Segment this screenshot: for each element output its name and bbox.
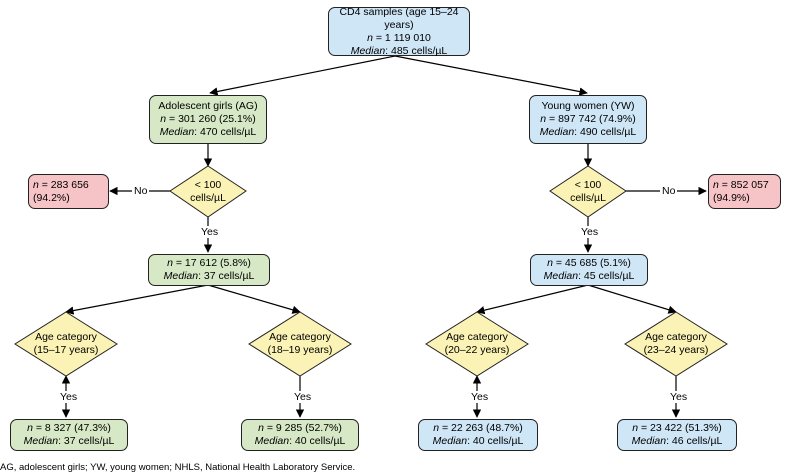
ag-n-label: n <box>160 113 167 125</box>
ag-age2-text: Age category (18–19 years) <box>267 331 333 356</box>
arrow-ag-to-age2 <box>207 284 301 314</box>
ag-leaf1-median-value: : 37 cells/µL <box>58 435 115 447</box>
yw-low-n-value: = 45 685 (5.1%) <box>552 257 631 269</box>
yw-threshold-diamond <box>549 165 627 218</box>
yw-n-value: = 897 742 (74.9%) <box>546 113 636 125</box>
yw-no-label: No <box>660 185 678 197</box>
arrow-ag-to-age1 <box>65 284 209 315</box>
root-n-value: = 1 119 010 <box>372 31 431 44</box>
ag-no-pct: (94.2%) <box>33 191 70 204</box>
arrow-root-to-yw <box>394 55 588 96</box>
ag-leaf2-node: n = 9 285 (52.7%) Median: 40 cells/µL <box>241 419 359 451</box>
yw-leaf1-node: n = 22 263 (48.7%) Median: 40 cells/µL <box>418 419 538 451</box>
ag-threshold-text: < 100 cells/µL <box>190 179 226 204</box>
ag-leaf1-median-label: Median <box>23 435 59 447</box>
yw-median-value: : 490 cells/µL <box>574 126 637 138</box>
ag-no-node: n = 283 656 (94.2%) <box>28 174 109 209</box>
root-title: CD4 samples (age 15–24 years) <box>339 5 459 31</box>
yw-no-n-label: n <box>713 178 719 191</box>
yw-leaf2-n-label: n <box>632 422 639 434</box>
yw-title: Young women (YW) <box>541 100 635 112</box>
ag-yes-label: Yes <box>199 226 221 238</box>
ag-age1-diamond <box>14 311 118 377</box>
yw-no-n-value: = 852 057 <box>718 178 769 191</box>
ag-leaf2-median-label: Median <box>254 435 290 447</box>
yw-low-median-value: : 45 cells/µL <box>578 270 635 282</box>
footnote: AG, adolescent girls; YW, young women; N… <box>0 462 356 473</box>
yw-node: Young women (YW) n = 897 742 (74.9%) Med… <box>529 95 647 144</box>
ag-no-n-value: = 283 656 <box>38 178 89 191</box>
ag-leaf1-n-label: n <box>27 422 33 434</box>
ag-threshold-diamond <box>169 165 247 218</box>
arrow-root-to-ag <box>209 55 396 96</box>
yw-yes-label: Yes <box>579 226 601 238</box>
ag-leaf1-n-value: = 8 327 (47.3%) <box>32 422 111 434</box>
ag-low-median-label: Median <box>163 270 199 282</box>
ag-age1-text: Age category (15–17 years) <box>33 331 99 356</box>
ag-n-value: = 301 260 (25.1%) <box>166 113 256 125</box>
ag-title: Adolescent girls (AG) <box>158 100 258 112</box>
yw-leaf1-n-label: n <box>433 422 440 434</box>
ag-low-node: n = 17 612 (5.8%) Median: 37 cells/µL <box>148 254 270 286</box>
ag-median-label: Median <box>159 126 195 138</box>
ag-leaf1-node: n = 8 327 (47.3%) Median: 37 cells/µL <box>10 419 128 451</box>
yw-leaf2-median-label: Median <box>631 435 667 447</box>
yw-leaf1-median-label: Median <box>432 435 468 447</box>
ag-median-value: : 470 cells/µL <box>194 126 257 138</box>
ag-low-n-value: = 17 612 (5.8%) <box>172 257 251 269</box>
ag-age2-yes-label: Yes <box>292 391 314 403</box>
yw-no-pct: (94.9%) <box>713 191 750 204</box>
yw-median-label: Median <box>539 126 575 138</box>
arrow-yw-to-age1 <box>476 284 589 315</box>
yw-age2-yes-label: Yes <box>668 391 690 403</box>
yw-age1-text: Age category (20–22 years) <box>444 331 510 356</box>
yw-low-n-label: n <box>547 257 553 269</box>
yw-low-node: n = 45 685 (5.1%) Median: 45 cells/µL <box>530 254 648 286</box>
root-node: CD4 samples (age 15–24 years) n = 1 119 … <box>328 5 470 57</box>
ag-leaf2-n-label: n <box>258 422 264 434</box>
ag-leaf2-n-value: = 9 285 (52.7%) <box>263 422 342 434</box>
ag-node: Adolescent girls (AG) n = 301 260 (25.1%… <box>149 95 267 144</box>
ag-age1-yes-label: Yes <box>58 391 80 403</box>
yw-leaf2-median-value: : 46 cells/µL <box>666 435 723 447</box>
ag-no-label: No <box>132 185 150 197</box>
yw-leaf1-median-value: : 40 cells/µL <box>467 435 524 447</box>
yw-age2-diamond <box>624 311 728 377</box>
ag-low-n-label: n <box>167 257 173 269</box>
yw-n-label: n <box>540 113 547 125</box>
yw-age1-yes-label: Yes <box>469 391 491 403</box>
yw-low-median-label: Median <box>543 270 579 282</box>
arrow-yw-to-age2 <box>587 284 677 314</box>
yw-threshold-text: < 100 cells/µL <box>570 179 606 204</box>
yw-leaf2-n-value: = 23 422 (51.3%) <box>638 422 722 434</box>
ag-no-n-label: n <box>33 178 39 191</box>
yw-leaf2-node: n = 23 422 (51.3%) Median: 46 cells/µL <box>617 419 737 451</box>
root-n-label: n <box>367 31 373 44</box>
root-median-label: Median <box>350 44 386 57</box>
root-median-value: : 485 cells/µL <box>385 44 448 57</box>
ag-leaf2-median-value: : 40 cells/µL <box>289 435 346 447</box>
ag-age2-diamond <box>248 311 352 377</box>
yw-no-node: n = 852 057 (94.9%) <box>708 174 781 209</box>
yw-leaf1-n-value: = 22 263 (48.7%) <box>439 422 523 434</box>
ag-low-median-value: : 37 cells/µL <box>198 270 255 282</box>
yw-age1-diamond <box>425 311 529 377</box>
yw-age2-text: Age category (23–24 years) <box>643 331 709 356</box>
